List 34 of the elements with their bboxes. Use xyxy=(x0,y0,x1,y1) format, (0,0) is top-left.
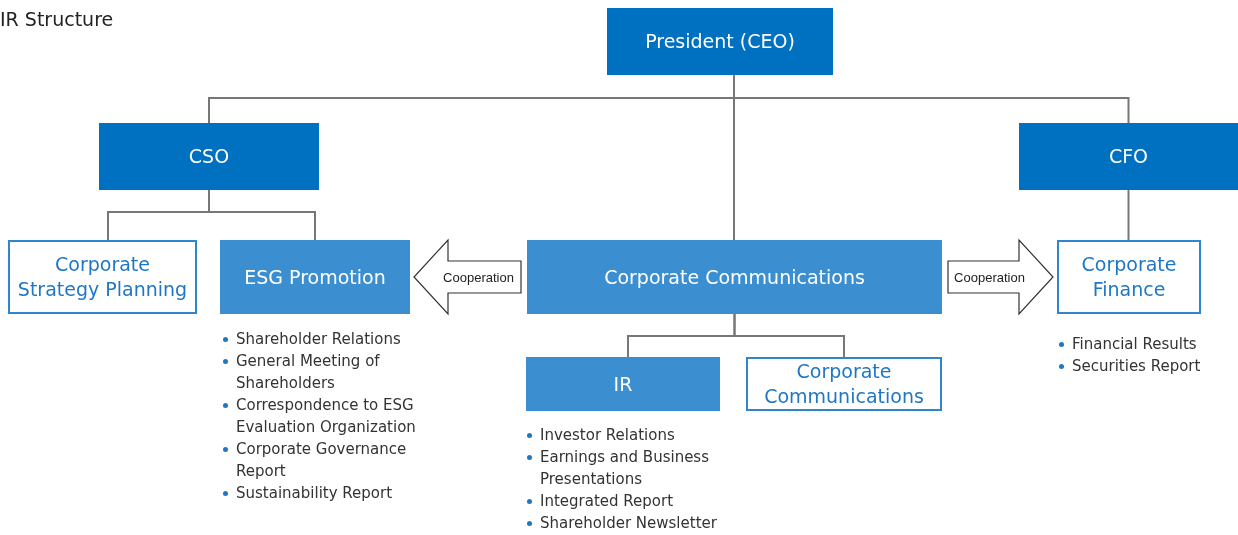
org-box xyxy=(8,240,197,314)
box-label: Corporate Communications xyxy=(604,264,865,290)
box-label: IR xyxy=(613,371,633,397)
org-box xyxy=(99,123,319,190)
connector-line xyxy=(1127,189,1130,241)
bullet-item: Financial Results xyxy=(1058,333,1228,355)
bullet-item: Shareholder Newsletter xyxy=(526,512,726,534)
bullet-item: Corporate Governance Report xyxy=(222,438,422,482)
box-label: CSO xyxy=(188,144,230,169)
org-box xyxy=(607,8,833,75)
bullet-item: Securities Report xyxy=(1058,355,1228,377)
org-box xyxy=(1019,123,1238,190)
bullet-item: General Meeting of Shareholders xyxy=(222,350,422,394)
box-label: Corporate Strategy Planning xyxy=(16,252,189,302)
bullet-item: Investor Relations xyxy=(526,424,726,446)
bullet-item: Integrated Report xyxy=(526,490,726,512)
connector-line xyxy=(733,74,735,241)
box-label: Corporate Finance xyxy=(1080,252,1178,302)
box-label: CFO xyxy=(1108,144,1149,169)
org-box xyxy=(1057,240,1201,314)
bullet-item: Shareholder Relations xyxy=(222,328,422,350)
bullet-item: Sustainability Report xyxy=(222,482,422,504)
box-label: President (CEO) xyxy=(645,29,795,54)
org-box xyxy=(527,240,942,314)
diagram-title: IR Structure xyxy=(0,8,114,30)
box-label: Corporate Communications xyxy=(763,359,925,409)
org-box xyxy=(526,357,720,411)
connector-line xyxy=(733,313,845,358)
connector-line xyxy=(208,189,316,241)
org-box xyxy=(220,240,410,314)
box-label: ESG Promotion xyxy=(244,264,386,290)
bullet-item: Earnings and Business Presentations xyxy=(526,446,726,490)
org-box xyxy=(746,357,942,411)
bullet-item: Correspondence to ESG Evaluation Organization xyxy=(222,394,422,438)
